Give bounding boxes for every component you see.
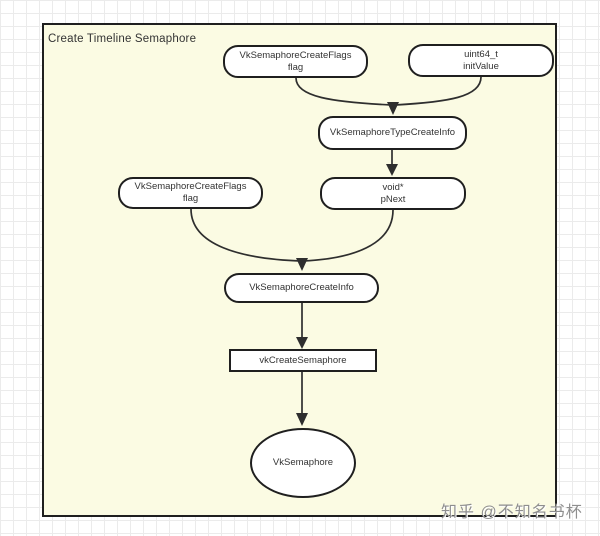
node-label: VkSemaphoreCreateFlags (134, 181, 247, 193)
node-semaphore-create-flags-left: VkSemaphoreCreateFlags flag (118, 177, 263, 209)
node-vk-create-semaphore: vkCreateSemaphore (229, 349, 377, 372)
watermark: 知乎 @不知名书杯 (441, 504, 583, 521)
node-semaphore-create-flags-top: VkSemaphoreCreateFlags flag (223, 45, 368, 78)
node-label: VkSemaphoreCreateFlags (239, 49, 352, 61)
node-label: vkCreateSemaphore (259, 354, 347, 366)
node-label: flag (182, 193, 199, 204)
node-uint64-initvalue: uint64_t initValue (408, 44, 554, 77)
node-label: pNext (380, 193, 406, 205)
node-label: void* (382, 181, 404, 193)
node-label: VkSemaphoreCreateInfo (249, 282, 354, 294)
node-label: initValue (463, 60, 499, 72)
node-void-pnext: void* pNext (320, 177, 466, 210)
diagram-title: Create Timeline Semaphore (48, 33, 197, 45)
node-label: VkSemaphoreTypeCreateInfo (329, 127, 456, 139)
node-label: uint64_t (464, 48, 498, 60)
node-label: flag (287, 61, 304, 73)
node-semaphore-type-create-info: VkSemaphoreTypeCreateInfo (318, 116, 467, 150)
node-semaphore-create-info: VkSemaphoreCreateInfo (224, 273, 379, 303)
node-label: VkSemaphore (272, 457, 334, 469)
node-vk-semaphore: VkSemaphore (250, 428, 356, 498)
